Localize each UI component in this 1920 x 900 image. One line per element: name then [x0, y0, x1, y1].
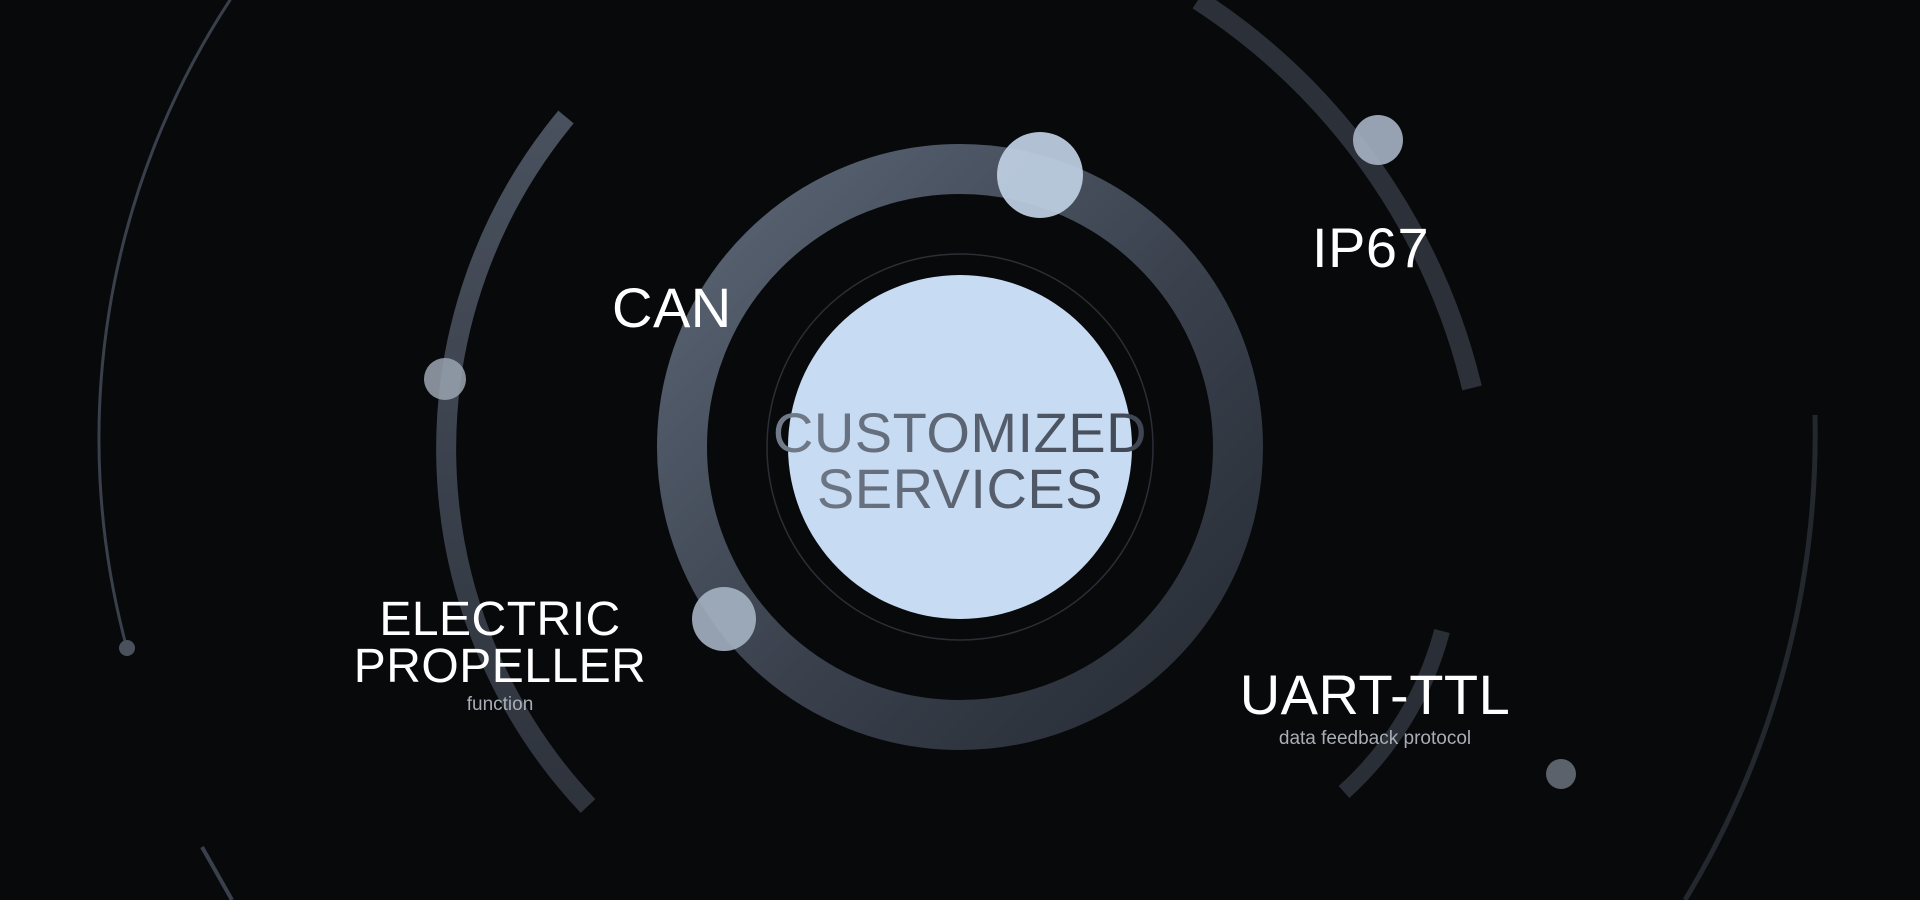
- bottom-right-dot: [1546, 759, 1576, 789]
- feature-uart-ttl: UART-TTL data feedback protocol: [1175, 663, 1575, 749]
- center-title-line2: SERVICES: [816, 457, 1104, 520]
- feature-electric-propeller-subtitle: function: [466, 694, 534, 716]
- top-right-arc-dot: [1353, 115, 1403, 165]
- feature-ip67: IP67: [1312, 220, 1429, 276]
- center-title: CUSTOMIZED SERVICES: [760, 405, 1160, 517]
- feature-electric-propeller: ELECTRIC PROPELLER function: [300, 593, 700, 716]
- outer-thin-arc-left: [97, 0, 232, 647]
- center-title-line1: CUSTOMIZED: [772, 401, 1148, 464]
- main-ring-dot-top: [997, 132, 1083, 218]
- outer-thin-arc-bottom-left: [200, 846, 234, 900]
- feature-uart-ttl-subtitle: data feedback protocol: [1278, 728, 1472, 749]
- left-arc-dot: [424, 358, 466, 400]
- feature-uart-ttl-title: UART-TTL: [1239, 663, 1511, 726]
- outer-thin-arc-right: [1682, 414, 1818, 900]
- center-disc: [788, 275, 1132, 619]
- left-thick-arc: [436, 110, 596, 813]
- feature-electric-propeller-title-line1: ELECTRIC: [379, 593, 621, 646]
- top-right-arc: [1192, 0, 1482, 391]
- main-ring-dot-lower-left: [692, 587, 756, 651]
- feature-electric-propeller-title-line2: PROPELLER: [353, 640, 647, 694]
- outer-arc-end-dot: [119, 640, 135, 656]
- feature-can: CAN: [612, 280, 732, 336]
- feature-ip67-title: IP67: [1312, 216, 1430, 279]
- main-ring: [657, 144, 1263, 750]
- inner-thin-ring: [766, 253, 1154, 641]
- feature-can-title: CAN: [612, 276, 732, 339]
- bottom-right-short-arc: [1338, 628, 1450, 798]
